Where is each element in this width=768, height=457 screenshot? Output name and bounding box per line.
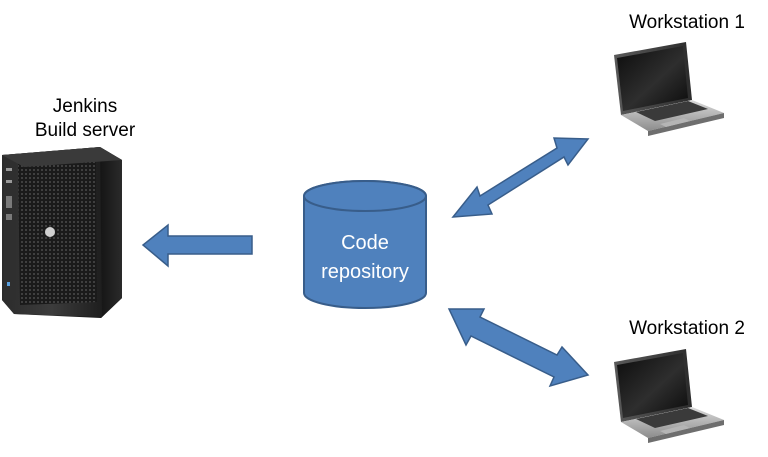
code-repository-label: Code repository [304,229,426,287]
build-server-role: Build server [34,120,136,141]
code-repository-line2: repository [321,261,409,283]
workstation1-laptop-icon [614,42,724,136]
code-repository-line1: Code [341,232,389,254]
database-cylinder-icon [303,180,427,309]
workstation1-sync-arrow [451,137,590,218]
build-server-name: Jenkins [52,96,118,117]
tower-server-icon [2,147,122,318]
workstation2-label: Workstation 2 [629,318,745,339]
repo-to-server-arrow [141,223,253,268]
build-server-label: Jenkins Build server [5,95,165,143]
workstation1-label: Workstation 1 [629,12,745,33]
workstation2-laptop-icon [614,349,724,443]
workstation2-sync-arrow [447,308,590,388]
